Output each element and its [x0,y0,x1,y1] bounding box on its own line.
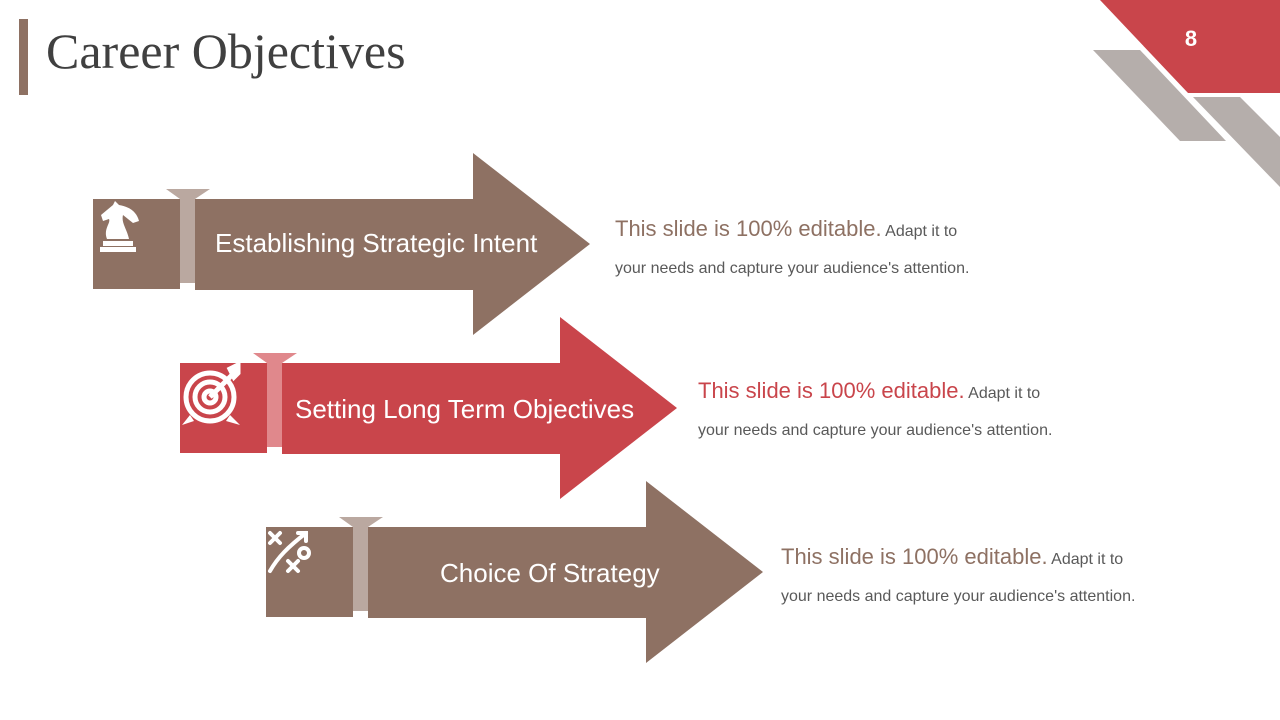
chess-knight-icon [93,199,180,289]
description-text: Adapt it to [881,223,958,240]
arrow-shape [266,481,763,663]
description-text-2: your needs and capture your audience's a… [615,260,970,277]
description-highlight: This slide is 100% editable. [615,216,882,241]
objective-description: This slide is 100% editable. Adapt it to… [615,210,1055,287]
arrow-shape [93,153,590,335]
objective-row-1: Establishing Strategic Intent [93,150,773,340]
description-text-2: your needs and capture your audience's a… [781,588,1136,605]
description-text-2: your needs and capture your audience's a… [698,422,1053,439]
description-highlight: This slide is 100% editable. [698,378,965,403]
page-number: 8 [1184,26,1198,51]
description-highlight: This slide is 100% editable. [781,544,1048,569]
objective-label: Establishing Strategic Intent [215,228,538,258]
strategy-icon [266,527,353,617]
objective-description: This slide is 100% editable. Adapt it to… [781,538,1221,615]
objective-label: Choice Of Strategy [440,558,660,588]
objective-label: Setting Long Term Objectives [295,394,635,424]
page-title: Career Objectives [46,23,406,79]
description-text: Adapt it to [964,385,1041,402]
objective-description: This slide is 100% editable. Adapt it to… [698,372,1138,449]
objective-row-2: Setting Long Term Objectives [180,314,860,504]
objective-row-3: Choice Of Strategy [266,478,946,668]
title-accent-bar [19,19,28,95]
description-text: Adapt it to [1047,551,1124,568]
target-icon [180,363,267,453]
